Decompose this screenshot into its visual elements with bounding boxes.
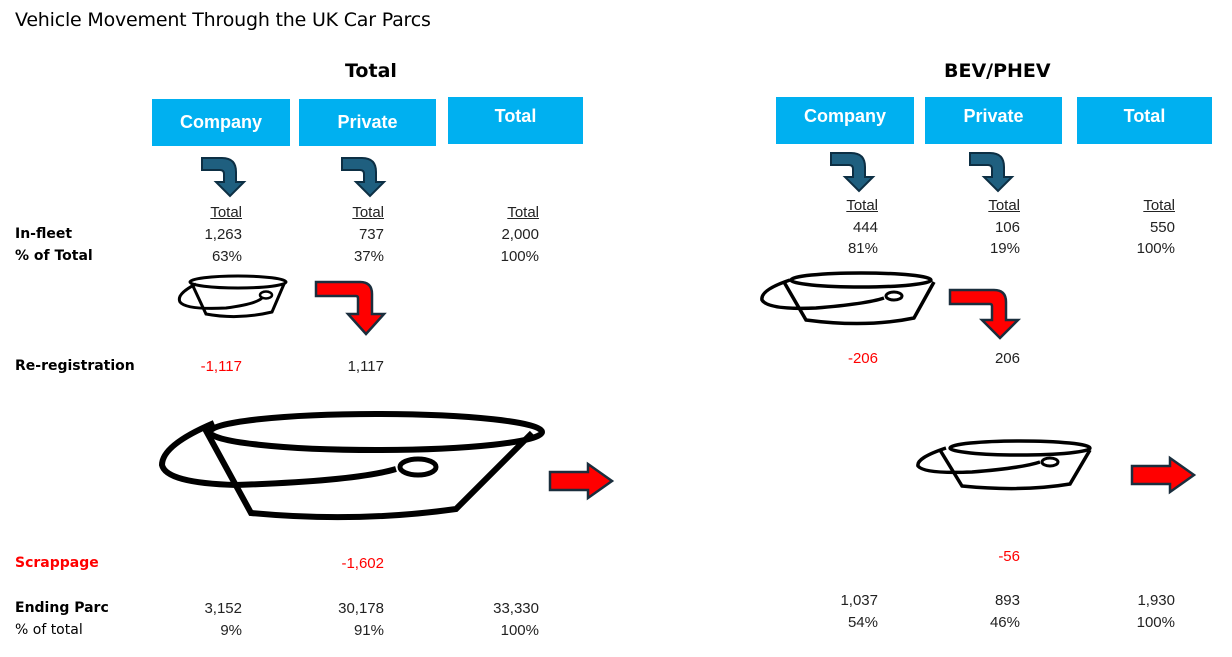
total-in-fleet-private: 737 <box>358 226 384 243</box>
label-pct-total-ending: % of total <box>15 622 83 638</box>
total-ending-pct-total: 100% <box>500 622 539 639</box>
total-rereg-company: -1,117 <box>200 358 242 375</box>
right-arrow-red-icon <box>1130 455 1197 495</box>
bev-pct-private: 19% <box>989 240 1020 257</box>
label-re-registration: Re-registration <box>15 358 135 374</box>
curved-down-arrow-icon <box>969 152 1015 193</box>
bev-scrappage-private: -56 <box>998 548 1020 565</box>
bev-in-fleet-company: 444 <box>852 219 878 236</box>
bev-rereg-company: -206 <box>847 350 878 367</box>
curved-down-arrow-icon <box>341 157 387 198</box>
total-ending-total: 33,330 <box>493 600 539 617</box>
bucket-icon <box>177 274 288 319</box>
bev-ending-private: 893 <box>994 592 1020 609</box>
curved-down-arrow-icon <box>201 157 247 198</box>
total-pct-private: 37% <box>353 248 384 265</box>
bev-pct-company: 81% <box>847 240 878 257</box>
bev-ending-total: 1,930 <box>1137 592 1175 609</box>
total-scrappage-private: -1,602 <box>341 555 384 572</box>
page-title: Vehicle Movement Through the UK Car Parc… <box>15 9 431 31</box>
bev-pct-total: 100% <box>1136 240 1175 257</box>
bev-col-head-total: Total <box>1143 197 1175 214</box>
total-in-fleet-total: 2,000 <box>501 226 539 243</box>
total-ending-pct-company: 9% <box>220 622 242 639</box>
bev-col-head-company: Total <box>846 197 878 214</box>
curved-down-arrow-red-icon <box>314 280 387 336</box>
bev-in-fleet-total: 550 <box>1149 219 1175 236</box>
label-in-fleet: In-fleet <box>15 226 73 242</box>
bev-ending-company: 1,037 <box>840 592 878 609</box>
right-arrow-red-icon <box>548 461 615 501</box>
bev-header-private: Private <box>925 97 1062 144</box>
bucket-icon <box>760 271 936 326</box>
bev-rereg-private: 206 <box>994 350 1020 367</box>
total-ending-private: 30,178 <box>338 600 384 617</box>
total-in-fleet-company: 1,263 <box>204 226 242 243</box>
total-ending-company: 3,152 <box>204 600 242 617</box>
bev-in-fleet-private: 106 <box>994 219 1020 236</box>
bev-ending-pct-total: 100% <box>1136 614 1175 631</box>
curved-down-arrow-red-icon <box>948 288 1022 340</box>
label-scrappage: Scrappage <box>15 555 99 571</box>
total-pct-company: 63% <box>211 248 242 265</box>
label-ending-parc: Ending Parc <box>15 600 109 616</box>
bucket-icon <box>916 439 1092 491</box>
header-total: Total <box>448 97 583 144</box>
total-rereg-private: 1,117 <box>347 358 384 375</box>
col-head-company: Total <box>210 204 242 221</box>
header-company: Company <box>152 99 290 146</box>
col-head-total: Total <box>507 204 539 221</box>
label-pct-total: % of Total <box>15 248 93 264</box>
col-head-private: Total <box>352 204 384 221</box>
bev-ending-pct-company: 54% <box>847 614 878 631</box>
total-section-title: Total <box>345 60 397 82</box>
bev-col-head-private: Total <box>988 197 1020 214</box>
bev-header-total: Total <box>1077 97 1212 144</box>
bucket-icon <box>158 411 545 521</box>
bev-ending-pct-private: 46% <box>989 614 1020 631</box>
header-private: Private <box>299 99 436 146</box>
bev-section-title: BEV/PHEV <box>944 60 1051 82</box>
total-pct-total: 100% <box>500 248 539 265</box>
bev-header-company: Company <box>776 97 914 144</box>
curved-down-arrow-icon <box>830 152 876 193</box>
total-ending-pct-private: 91% <box>353 622 384 639</box>
